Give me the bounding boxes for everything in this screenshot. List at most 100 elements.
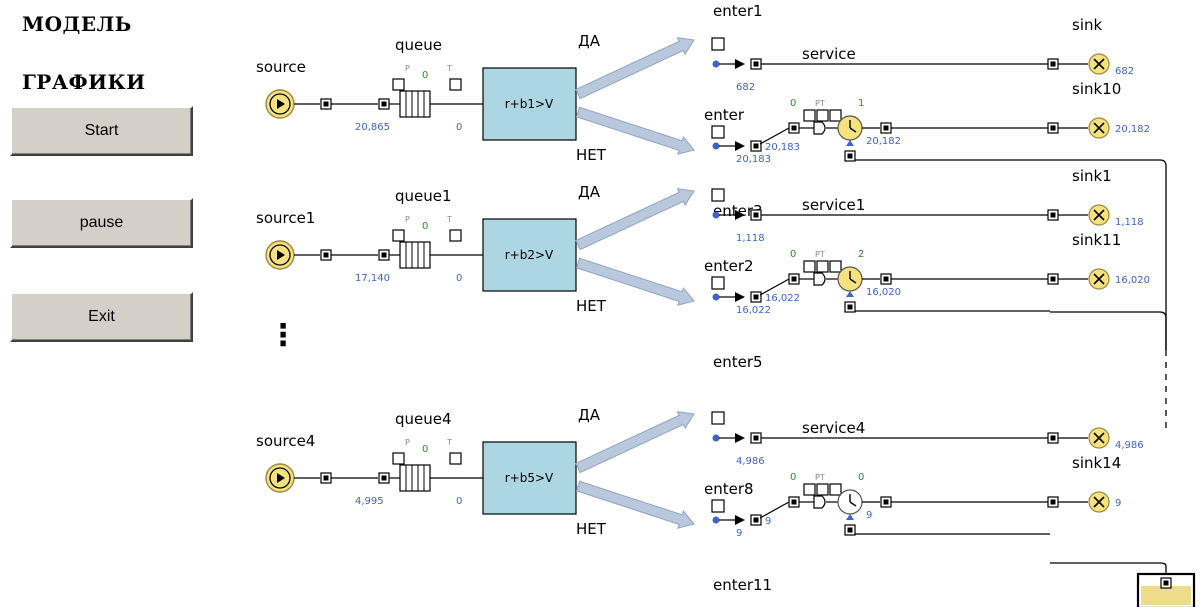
queue-length: 0 [422, 70, 428, 81]
port-icon [788, 496, 800, 508]
seize-body [813, 272, 826, 286]
seize-pt-label: PT [815, 250, 825, 259]
port-icon [750, 58, 762, 70]
queue-length: 0 [422, 444, 428, 455]
source-icon [265, 240, 295, 270]
connector-line [759, 127, 790, 145]
port-icon [1047, 496, 1059, 508]
seize-square [829, 260, 842, 273]
port-icon [1047, 58, 1059, 70]
start-button[interactable]: Start [10, 106, 193, 156]
port-core [753, 435, 759, 441]
seize-square [803, 483, 816, 496]
exit-button[interactable]: Exit [10, 292, 193, 342]
play-triangle [277, 99, 285, 109]
sink-a-count: 1,118 [1115, 217, 1144, 228]
port-icon [378, 249, 390, 261]
port-core [847, 153, 853, 159]
entry-arrow-icon [735, 141, 745, 151]
source-ring [269, 93, 291, 115]
seize-square [803, 109, 816, 122]
source-icon [265, 463, 295, 493]
port-core [847, 304, 853, 310]
port-core [883, 499, 889, 505]
seize-square [816, 483, 829, 496]
page-subtitle: ГРАФИКИ [22, 70, 146, 94]
sink-a-label: sink1 [1072, 167, 1112, 185]
source-ring [269, 467, 291, 489]
queue-icon [399, 90, 431, 118]
queue-preempt-square [392, 229, 405, 242]
no-branch-label: НЕТ [576, 297, 607, 315]
queue-label: queue [395, 36, 442, 54]
sink-a-label: sink [1072, 16, 1102, 34]
port-icon [1047, 209, 1059, 221]
sink-x-stroke [1093, 209, 1105, 221]
sink-icon [1088, 268, 1110, 290]
service-label: service1 [802, 196, 865, 214]
sink-x-stroke [1093, 58, 1105, 70]
port-icon [1047, 273, 1059, 285]
queue-icon [399, 464, 431, 492]
port-core [1050, 125, 1056, 131]
seize-count: 0 [790, 472, 796, 483]
port-core [791, 125, 797, 131]
enter-b-out-count: 20,183 [736, 154, 771, 165]
sink-icon [1088, 204, 1110, 226]
sink-x-stroke [1093, 273, 1105, 285]
source-label: source4 [256, 432, 315, 450]
delay-clock-icon [837, 489, 863, 515]
queue-preempt-square [392, 452, 405, 465]
port-core [753, 517, 759, 523]
delay-clock-icon [837, 266, 863, 292]
port-core [753, 212, 759, 218]
enter-a-count: 682 [736, 82, 755, 93]
connector-line [759, 501, 790, 519]
seize-square [829, 483, 842, 496]
queue-label: queue1 [395, 187, 452, 205]
enter-b-square [711, 499, 725, 513]
entry-dot [712, 516, 720, 524]
port-core [753, 61, 759, 67]
select-condition: r+b1>V [505, 97, 554, 111]
sink-b-label: sink10 [1072, 80, 1121, 98]
port-core [323, 252, 329, 258]
port-icon [1047, 122, 1059, 134]
enter-b-square [711, 276, 725, 290]
pool-fill [1141, 586, 1191, 605]
port-core [1050, 499, 1056, 505]
seize-icon [813, 495, 826, 509]
play-triangle [277, 250, 285, 260]
port-icon [750, 140, 762, 152]
pause-button[interactable]: pause [10, 198, 193, 248]
entry-arrow-icon [735, 515, 745, 525]
select-output-block [482, 67, 577, 141]
clock-hand [849, 501, 857, 507]
enter-a-label: enter1 [713, 2, 763, 20]
queue-preempt-square [392, 78, 405, 91]
port-core [381, 475, 387, 481]
entry-arrow-icon [735, 433, 745, 443]
entry-dot [712, 142, 720, 150]
port-icon [844, 150, 856, 162]
port-core [323, 475, 329, 481]
entry-dot [712, 60, 720, 68]
yes-branch-arrow [575, 37, 695, 100]
pool-port-core [1163, 580, 1169, 586]
port-icon [750, 291, 762, 303]
select-condition: r+b2>V [505, 248, 554, 262]
sink-icon [1088, 117, 1110, 139]
delay-out-count: 20,182 [866, 136, 901, 147]
port-icon [378, 98, 390, 110]
sink-b-count: 9 [1115, 498, 1121, 509]
seize-square [816, 109, 829, 122]
port-icon [880, 273, 892, 285]
page-title: МОДЕЛЬ [22, 12, 132, 36]
port-icon [750, 432, 762, 444]
seize-icon [813, 272, 826, 286]
release-marker-icon [846, 514, 854, 520]
port-core [753, 143, 759, 149]
